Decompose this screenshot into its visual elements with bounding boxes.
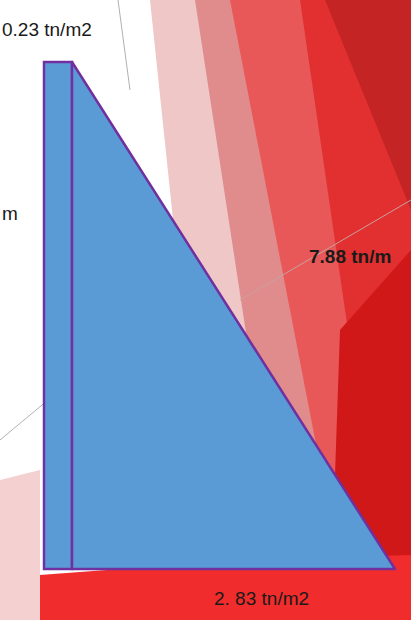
pressure-triangle (72, 62, 395, 569)
side-label: m (2, 204, 18, 225)
resultant-force: 7.88 tn/m (309, 247, 391, 268)
pale-corner (0, 470, 40, 620)
thin-line (240, 200, 411, 300)
top-pressure: 0.23 tn/m2 (2, 20, 92, 41)
wall-strip (44, 62, 72, 569)
dark-red-band (325, 0, 411, 210)
thin-line (118, 0, 130, 90)
base-pressure: 2. 83 tn/m2 (214, 589, 309, 610)
